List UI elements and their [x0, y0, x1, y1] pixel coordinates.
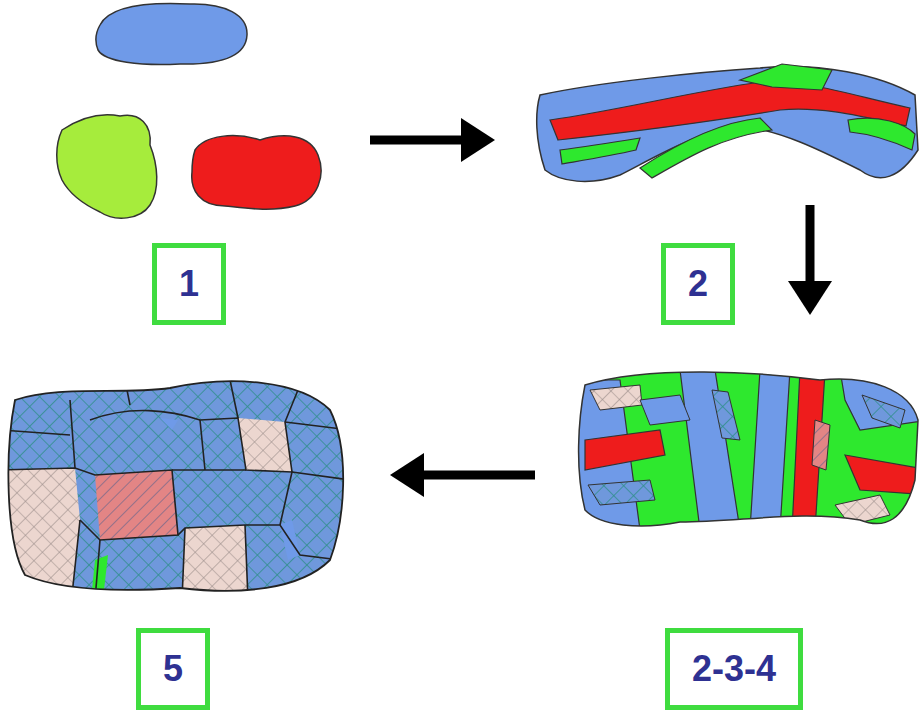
flow-arrow — [370, 118, 495, 162]
stage-number: 2 — [661, 243, 735, 325]
arrow-shaft — [370, 136, 461, 145]
flow-arrow — [788, 205, 832, 315]
arrow-head — [788, 281, 832, 315]
stage-panel: 2 — [500, 55, 921, 200]
stage-panel: 5 — [0, 370, 385, 600]
arrow-head — [390, 453, 424, 497]
arrow-shaft — [806, 205, 815, 281]
stage-number: 1 — [152, 243, 226, 325]
arrow-head — [461, 118, 495, 162]
flow-arrow — [390, 453, 535, 497]
arrow-shaft — [424, 471, 535, 480]
stage-number: 2-3-4 — [665, 628, 803, 710]
stage-number: 5 — [136, 628, 210, 710]
stage-panel: 1 — [40, 0, 365, 225]
stage-panel: 2-3-4 — [540, 320, 921, 535]
